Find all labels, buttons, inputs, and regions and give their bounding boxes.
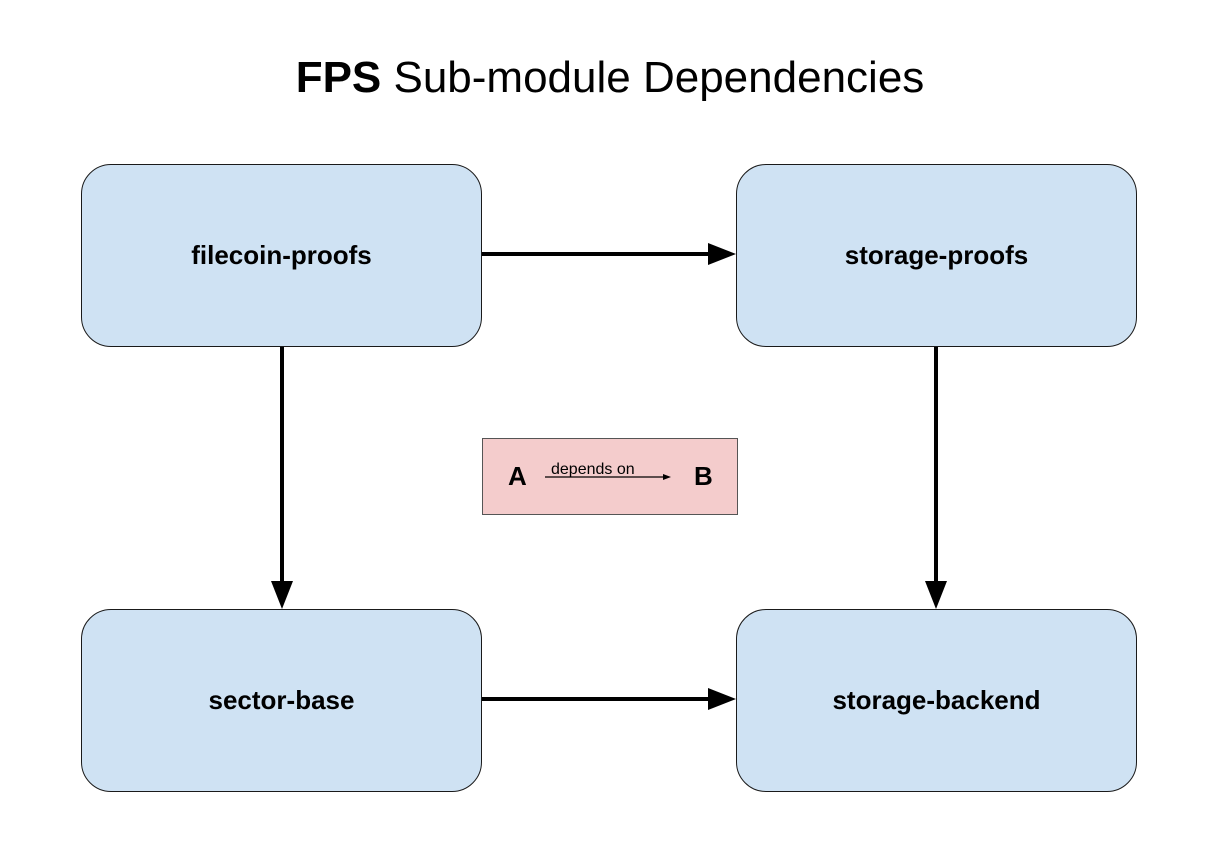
node-filecoin-proofs: filecoin-proofs (81, 164, 482, 347)
edge-storage-proofs-to-storage-backend (925, 347, 947, 609)
edge-filecoin-proofs-to-storage-proofs (482, 243, 736, 265)
node-sector-base: sector-base (81, 609, 482, 792)
legend-b-label: B (694, 461, 713, 491)
arrowhead-icon (925, 581, 947, 609)
arrowhead-icon (708, 688, 736, 710)
node-storage-proofs: storage-proofs (736, 164, 1137, 347)
node-storage-backend: storage-backend (736, 609, 1137, 792)
title-bold-part: FPS (295, 53, 382, 102)
legend-arrow-icon (545, 474, 671, 480)
edge-sector-base-to-storage-backend (482, 688, 736, 710)
arrowhead-icon (271, 581, 293, 609)
arrowhead-icon (708, 243, 736, 265)
edge-filecoin-proofs-to-sector-base (271, 347, 293, 609)
diagram-title: FPS Sub-module Dependencies (0, 50, 1220, 106)
legend-box: A depends on B (482, 438, 738, 515)
title-rest-part: Sub-module Dependencies (381, 53, 925, 102)
legend-a-label: A (508, 461, 527, 491)
legend-relation-label: depends on (551, 461, 635, 478)
